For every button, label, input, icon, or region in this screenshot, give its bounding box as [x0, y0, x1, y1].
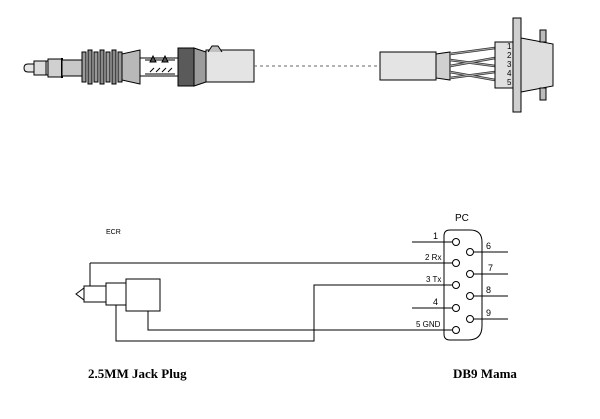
cable-left: [205, 45, 380, 83]
pin-number-5: 5: [507, 78, 512, 87]
db9-pins-left: [412, 238, 460, 334]
db9-pin-2: [452, 259, 460, 267]
pin-label-7: 7: [488, 263, 493, 273]
pin-label-6: 6: [486, 241, 491, 251]
cable-right: [379, 46, 496, 82]
cable-illustration: [23, 17, 554, 113]
db9-caption: DB9 Mama: [453, 366, 517, 381]
jack-plug-caption: 2.5MM Jack Plug: [88, 366, 187, 381]
pin-label-1: 1: [433, 231, 438, 241]
db9-pin-4: [452, 304, 460, 312]
db9-shell: [443, 229, 483, 341]
pin-number-1: 1: [507, 42, 512, 51]
db9-pin-labels: 1 2 Rx 3 Tx 4 5 GND 6 7 8 9: [416, 231, 493, 329]
pin-number-2: 2: [507, 51, 512, 60]
pc-label: PC: [455, 213, 469, 224]
pin-label-8: 8: [486, 285, 491, 295]
pin-label-3-tx: 3 Tx: [426, 275, 441, 284]
db9-connector-drawing: [494, 17, 554, 113]
db9-pin-1: [452, 238, 460, 246]
db9-pin-5: [452, 326, 460, 334]
db9-side-pin-numbers: 1 2 3 4 5: [507, 42, 512, 87]
ecr-label: ECR: [106, 229, 121, 236]
db9-pins-right: [466, 248, 508, 323]
pin-number-4: 4: [507, 69, 512, 78]
jack-plug-drawing: [23, 47, 207, 87]
pin-label-5-gnd: 5 GND: [416, 320, 441, 329]
schematic: [75, 229, 508, 342]
jack-plug-symbol: [75, 263, 161, 312]
db9-pin-6: [466, 248, 474, 256]
pin-number-3: 3: [507, 60, 512, 69]
db9-pin-7: [466, 270, 474, 278]
db9-pin-3: [452, 281, 460, 289]
wire-tx: [115, 284, 460, 342]
db9-pin-8: [466, 292, 474, 300]
pin-label-4: 4: [433, 297, 438, 307]
pin-label-9: 9: [486, 308, 491, 318]
pin-label-2-rx: 2 Rx: [425, 253, 441, 262]
wire-gnd: [147, 311, 460, 331]
db9-pin-9: [466, 315, 474, 323]
